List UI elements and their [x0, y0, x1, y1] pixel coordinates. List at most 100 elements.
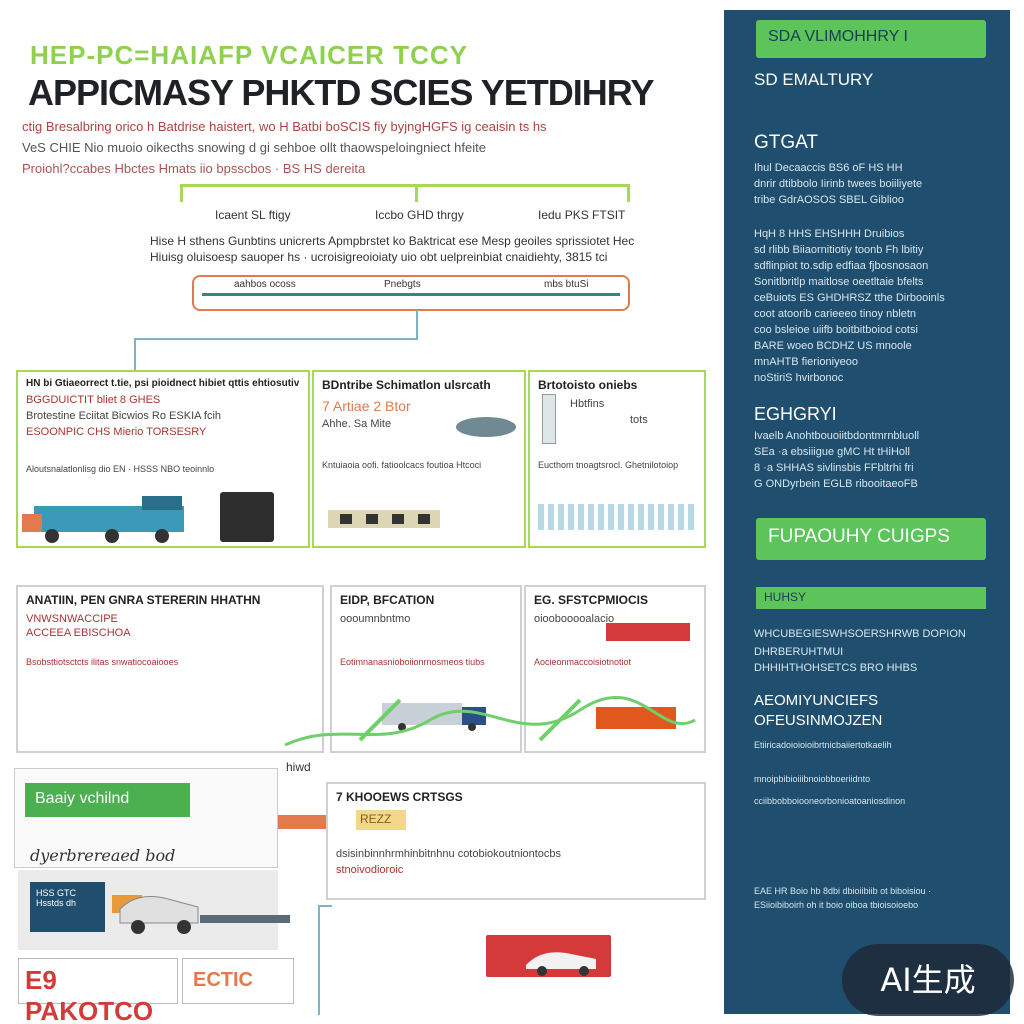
sidebar-text: ceBuiots ES GHDHRSZ tthe Dirbooinls: [754, 292, 945, 304]
sidebar-text: tribe GdrAOSOS SBEL Giblioo: [754, 194, 904, 206]
panel-title: Brtotoisto oniebs: [538, 378, 638, 392]
panel-title: HN bi Gtiaeorrect t.tie, psi pioidnect h…: [26, 378, 300, 389]
container-icon: [220, 492, 274, 542]
connector-line: [416, 310, 418, 340]
panel-line: tots: [630, 414, 648, 426]
info-panel-4: ANATIIN, PEN GNRA STERERIN HHATHN VNWSNW…: [16, 585, 324, 753]
machine-icon: [542, 394, 556, 444]
panel-title: 7 KHOOEWS CRTSGS: [336, 790, 463, 804]
sidebar-cta-button[interactable]: FUPAOUHY CUIGPS: [756, 518, 986, 560]
arrow-label-mid: Pnebgts: [384, 279, 421, 290]
sidebar-text: SEa ·a ebsiiigue gMC Ht tHiHoll: [754, 446, 910, 458]
panel-title: EG. SFSTCPMIOCIS: [534, 593, 649, 607]
train-icon: [328, 510, 440, 528]
car-icon: [526, 952, 596, 976]
sidebar-text: DHRBERUHTMUI: [754, 646, 844, 658]
car-transport-icon: [112, 895, 290, 934]
sidebar-text: dnrir dtibbolo Iirinb twees boiiliyete: [754, 178, 923, 190]
sidebar-text: sd rlibb Biiaornitiotiy toonb Fh lbitiy: [754, 244, 924, 256]
sidebar-text: HqH 8 HHS EHSHHH Druibios: [754, 228, 905, 240]
header-kicker: HEP-PC=HAIAFP VCAICER TCCY: [30, 40, 468, 70]
arrow-label-left: aahbos ocoss: [234, 279, 296, 290]
panel-line: Ahhe. Sa Mite: [322, 418, 392, 430]
vehicle-icon: [456, 417, 516, 437]
orange-marker: [278, 815, 326, 829]
sidebar-heading: AEOMIYUNCIEFS: [754, 692, 879, 709]
sidebar-text: coot atoorib carieeeo tinoy nbletn: [754, 308, 917, 320]
sidebar-heading: EGHGRYI: [754, 404, 837, 424]
sidebar-heading: GTGAT: [754, 132, 819, 153]
arrow-label-right: mbs btuSi: [544, 279, 589, 290]
car-promo-tag: [486, 935, 611, 977]
info-panel-1: HN bi Gtiaeorrect t.tie, psi pioidnect h…: [16, 370, 310, 548]
panel-line: dsisinbinnhrmhinbitnhnu cotobiokoutniont…: [336, 848, 562, 860]
flow-bracket-mid: [415, 184, 418, 202]
panel-tag: REZZ: [356, 810, 406, 830]
panel-line: 7 Artiae 2 Btor: [322, 398, 411, 414]
truck-icon: [22, 496, 184, 543]
logo-box-secondary: ECTIC: [182, 958, 294, 1004]
sidebar-text: DHHIHTHOHSETCS BRO HHBS: [754, 662, 918, 674]
flow-description: Hiuisg oluisoesp sauoper hs · ucroisigre…: [150, 250, 608, 264]
panel-line: Hbtfins: [570, 398, 605, 410]
panel-title: EIDP, BFCATION: [340, 593, 435, 607]
intro-line: Proiohl?ccabes Hbctes Hmats iio bpsscbos…: [22, 161, 366, 176]
flow-bracket: [180, 184, 630, 202]
step-label-3: Iedu PKS FTSIT: [538, 208, 626, 222]
port-cranes-icon: [538, 504, 698, 530]
info-panel-5: EIDP, BFCATION oooumnbntmo Eotimnanasnio…: [330, 585, 522, 753]
logo-text-secondary: ECTIC: [193, 969, 253, 991]
sidebar-text: BARE woeo BCDHZ US mnoole: [754, 340, 912, 352]
intro-line: VeS CHIE Nio muoio oikecths snowing d gi…: [22, 140, 486, 155]
process-arrow-bar: aahbos ocoss Pnebgts mbs btuSi: [192, 275, 630, 311]
train-car-icon: [606, 623, 690, 641]
panel-title: ANATIIN, PEN GNRA STERERIN HHATHN: [26, 593, 261, 607]
sidebar-text: WHCUBEGIESWHSOERSHRWB DOPION: [754, 628, 966, 640]
panel-caption: Aocieonmaccoisiotnotiot: [534, 657, 632, 667]
vehicle-category-pill[interactable]: Baaiy vchilnd: [25, 783, 190, 817]
sidebar-text: Sonitlbritlp maitlose oeetltaie bfelts: [754, 276, 924, 288]
info-panel-3: Brtotoisto oniebs Hbtfins tots Eucthom t…: [528, 370, 706, 548]
logo-text: E9 PAKOTCO: [25, 965, 154, 1024]
panel-title: BDntribe Schimatlon ulsrcath: [322, 378, 491, 392]
sidebar: SDA VLIMOHHRY I SD EMALTURY GTGAT Ihul D…: [724, 10, 1010, 1014]
panel-caption: Eucthom tnoagtsrocl. Ghetnilotoiop: [538, 460, 679, 470]
flow-description: Hise H sthens Gunbtins unicrerts Apmpbrs…: [150, 234, 635, 248]
sidebar-text: Ihul Decaaccis BS6 oF HS HH: [754, 162, 903, 174]
sidebar-top-button[interactable]: SDA VLIMOHHRY I: [756, 20, 986, 58]
navy-label-box: HSS GTC Hsstds dh: [30, 882, 105, 932]
panel-caption: Kntuiaoia oofi. fatioolcacs foutioa Htco…: [322, 460, 482, 470]
page-title: APPICMASY PHKTD SCIES YETDIHRY: [28, 72, 654, 113]
section-subtitle: dyerbrereaed bod: [30, 846, 176, 865]
panel-line: VNWSNWACCIPE: [26, 613, 118, 625]
sidebar-text: noStiriS hvirbonoc: [754, 372, 844, 384]
panel-line: oooumnbntmo: [340, 613, 411, 625]
panel-caption: Bsobsttiotsctcts ilitas snwatiocoaiooes: [26, 657, 179, 667]
panel-caption: Aloutsnalatlonlisg dio EN · HSSS NBO teo…: [26, 464, 215, 474]
sidebar-text: Etiiricadoioioioibrtnicbaiiertotkaelih: [754, 740, 892, 750]
sidebar-heading: SD EMALTURY: [754, 70, 874, 89]
sidebar-text: mnoipbibioiiibnoiobboeriidnto: [754, 774, 871, 784]
info-panel-7: 7 KHOOEWS CRTSGS REZZ dsisinbinnhrmhinbi…: [326, 782, 706, 900]
panel-line: BGGDUICTIT bliet 8 GHES: [26, 394, 161, 406]
sidebar-text: coo bsleioe uiifb boitbitboiod cotsi: [754, 324, 918, 336]
panel-caption: Eotimnanasnioboiionrnosmeos tiubs: [340, 657, 485, 667]
sidebar-footer-text: EAE HR Boio hb 8dbi dbioiibiib ot bibois…: [754, 886, 932, 896]
sidebar-footer-text: ESiioibiboirh oh it boio oiboa tbioisoio…: [754, 900, 919, 910]
connector-line: [318, 905, 332, 907]
connector-line: [134, 338, 136, 370]
sidebar-text: sdflinpiot to.sdip edfiaa fjbosnosaon: [754, 260, 929, 272]
intro-line: ctig Bresalbring orico h Batdrise haiste…: [22, 119, 547, 134]
panel-line: stnoivodioroic: [336, 864, 404, 876]
sidebar-section-bar: HUHSY: [756, 587, 986, 609]
bottom-tag: hiwd: [286, 760, 311, 774]
sidebar-text: Ivaelb Anohtbouoiitbdontmrnbluoll: [754, 430, 920, 442]
panel-line: oioobooooalacio: [534, 613, 615, 625]
sidebar-text: G ONDyrbein EGLB ribooitaeoFB: [754, 478, 918, 490]
step-label-2: Iccbo GHD thrgy: [375, 208, 464, 222]
panel-line: Brotestine Eciitat Bicwios Ro ESKIA fcih: [26, 410, 222, 422]
panel-line: ESOONPIC CHS Mierio TORSESRY: [26, 426, 207, 438]
sidebar-heading: OFEUSINMOJZEN: [754, 712, 883, 729]
arrow-line: [202, 293, 620, 296]
sidebar-text: cciibbobboiooneorbonioatoaniosdinon: [754, 796, 906, 806]
